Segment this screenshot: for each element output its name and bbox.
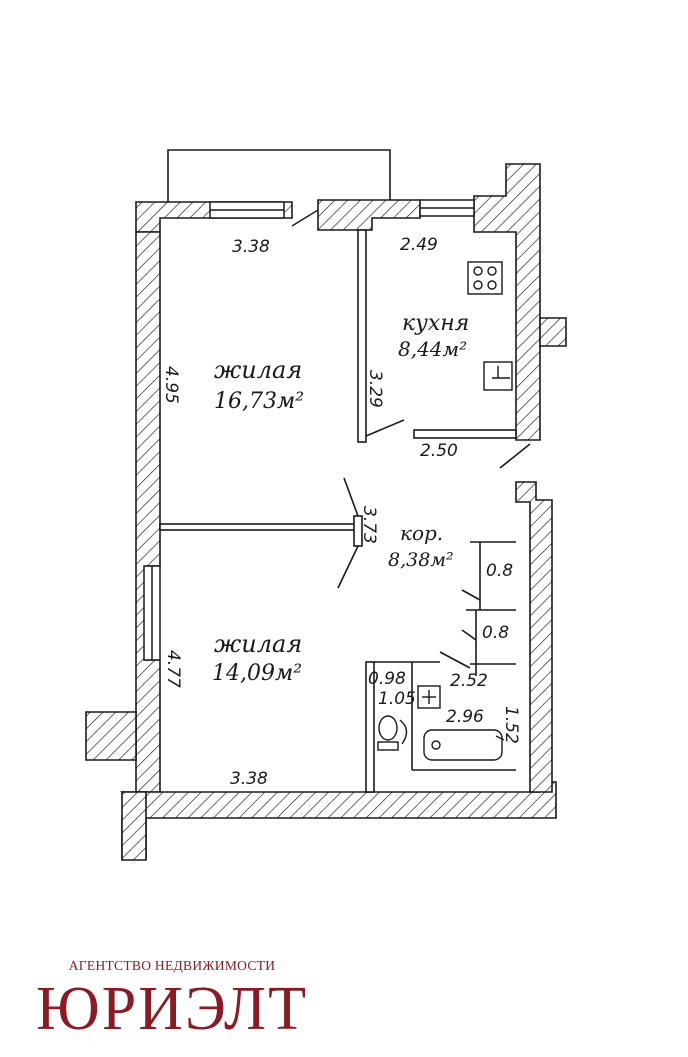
dimensions: 3.38 2.49 3.29 4.95 2.50 3.73 0.8 0.8 0.… xyxy=(161,235,521,789)
dim-kitchen-depth: 3.29 xyxy=(365,370,385,408)
wall-bottom-left-corner xyxy=(121,791,147,861)
balcony-door xyxy=(291,209,319,227)
dim-bath-width: 2.96 xyxy=(446,707,484,727)
wall-left-stub xyxy=(85,711,137,761)
toilet-icon xyxy=(377,715,408,751)
room-corridor-name: кор. xyxy=(400,521,443,545)
washbasin-icon xyxy=(417,685,441,709)
sink-icon xyxy=(483,361,513,391)
dim-bath-depth: 1.52 xyxy=(501,706,521,744)
exterior-walls xyxy=(85,163,567,861)
dim-wc-width: 0.98 xyxy=(368,669,406,689)
dim-corridor-depth: 3.73 xyxy=(359,506,379,544)
wall-top-mid xyxy=(317,199,421,231)
room-living2-name: жилая xyxy=(214,630,302,658)
room-living2: жилая 14,09м² xyxy=(212,630,302,686)
room-living1-area: 16,73м² xyxy=(214,389,304,414)
wall-right-lower xyxy=(515,481,553,793)
room-living1: жилая 16,73м² xyxy=(214,356,304,414)
dim-closet1: 0.8 xyxy=(486,561,513,581)
bathtub-icon xyxy=(423,729,505,761)
dim-wc-depth: 1.05 xyxy=(378,689,416,709)
wall-left xyxy=(135,231,161,793)
dim-closet2: 0.8 xyxy=(482,623,509,643)
wall-bottom xyxy=(120,781,557,859)
brand-tagline: АГЕНТСТВО НЕДВИЖИМОСТИ xyxy=(68,958,276,973)
room-kitchen-name: кухня xyxy=(402,311,469,336)
dim-kitchen-width: 2.49 xyxy=(400,235,438,255)
brand-logo-text: ЮРИЭЛТ xyxy=(36,975,308,1043)
window-top-left xyxy=(209,201,285,219)
room-living2-area: 14,09м² xyxy=(212,661,302,686)
dim-living2-depth: 4.77 xyxy=(163,650,183,688)
stove-icon xyxy=(467,261,503,295)
window-top-right xyxy=(419,199,475,217)
room-kitchen: кухня 8,44м² xyxy=(398,311,469,361)
wall-kitchen-stub xyxy=(539,317,567,347)
dim-living1-width: 3.38 xyxy=(232,237,270,257)
room-corridor: кор. 8,38м² xyxy=(388,521,454,571)
dim-living2-width: 3.38 xyxy=(230,769,268,789)
room-corridor-area: 8,38м² xyxy=(388,549,454,571)
room-living1-name: жилая xyxy=(214,356,302,384)
interior-walls xyxy=(159,229,531,793)
window-left xyxy=(143,565,161,661)
dim-living1-depth: 4.95 xyxy=(161,366,181,404)
dim-bath-top: 2.52 xyxy=(450,671,488,691)
room-kitchen-area: 8,44м² xyxy=(398,337,467,361)
wall-top-right xyxy=(473,163,541,441)
dim-kitchen-bottom: 2.50 xyxy=(420,441,458,461)
balcony xyxy=(167,149,391,202)
